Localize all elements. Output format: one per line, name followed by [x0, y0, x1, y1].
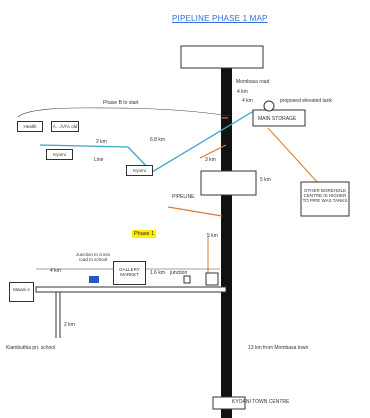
dist-label-2: 4 km — [242, 98, 253, 104]
dist-branch-mid-label: 1.6 km — [150, 270, 166, 276]
dist-lower-label: 5 km — [207, 233, 218, 239]
line-note-label: Line — [94, 157, 104, 163]
old-box: Ã…ÂÂ½ old — [51, 121, 79, 132]
bottom-box — [212, 396, 246, 410]
phase-b-bracket — [17, 107, 231, 118]
callout-text: OTHER BOREHOLE CENTRE IS HIGHER TO PIPE … — [302, 188, 348, 203]
dist-school-label: 2 km — [64, 322, 75, 328]
gallery-market-box: GALLERY MARKET — [113, 261, 146, 285]
dist-top-label: 4 km — [237, 89, 248, 95]
dist-mid-label: 3 km — [205, 157, 216, 163]
meter-icon — [183, 275, 191, 284]
phase-b-label: Phase B to start — [103, 100, 139, 106]
town-centre-label: KYOANI TOWN CENTRE — [232, 399, 290, 405]
dist-sub-label: 2 km — [96, 139, 107, 145]
top-box — [180, 45, 264, 69]
pipeline-label: PIPELINE — [172, 194, 195, 200]
main-storage-box — [252, 109, 306, 127]
dist-right-box-label: 5 km — [260, 177, 271, 183]
map-title: PIPELINE PHASE 1 MAP — [172, 14, 268, 23]
dist-diag-label: 6.8 km — [150, 137, 166, 143]
orange-pipe-callout — [267, 127, 319, 184]
elevated-tank — [263, 100, 275, 112]
lower-branch — [35, 286, 227, 293]
small-note: Junction to cross road to school — [76, 252, 110, 262]
callout-box — [300, 181, 350, 217]
kyomi-box-center: Kyomi — [126, 165, 153, 176]
blue-tank-icon — [89, 276, 99, 283]
school-label: Kiambuthia pri. school — [6, 345, 56, 351]
orange-pipe-2 — [199, 144, 227, 159]
junction-box — [205, 272, 219, 286]
kyomi-box-left: Kyomi — [46, 149, 73, 160]
proposed-tank-label: proposed elevated tank — [280, 98, 332, 104]
distance-from-town-label: 13 km from Mombasa town — [248, 345, 309, 351]
dist-left-branch-label: 4 km — [50, 268, 61, 274]
mwani-box: Mwani e — [9, 282, 34, 302]
mid-box — [200, 170, 257, 196]
main-storage-label: MAIN STORAGE — [258, 116, 297, 122]
junction-label: junction — [170, 270, 188, 276]
phase-highlight-tag: Phase 1 — [132, 230, 157, 238]
orange-pipe-3 — [167, 206, 223, 217]
health-box: Health — [17, 121, 43, 132]
main-road — [221, 68, 232, 418]
mombasa-road-label: Mombasa road — [236, 79, 270, 85]
